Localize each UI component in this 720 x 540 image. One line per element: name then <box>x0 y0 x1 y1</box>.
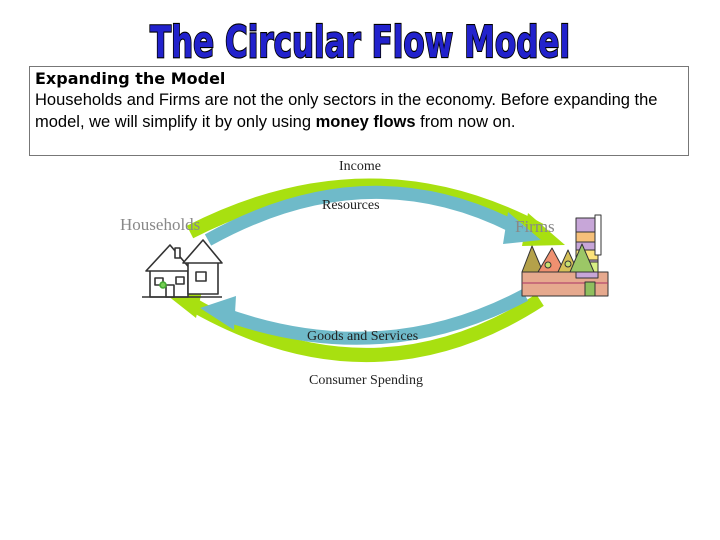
text-box: Expanding the Model Households and Firms… <box>29 66 689 156</box>
box-body: Households and Firms are not the only se… <box>35 89 688 133</box>
consumer-spending-label: Consumer Spending <box>309 373 423 388</box>
flow-arrows <box>142 178 609 362</box>
box-heading: Expanding the Model <box>35 69 226 88</box>
firms-factory-icon <box>521 214 609 297</box>
page-title-text: The Circular Flow Model <box>150 17 570 68</box>
households-label: Households <box>120 215 201 234</box>
resources-arrowhead <box>503 212 541 244</box>
box-body-text-end: from now on. <box>415 113 516 131</box>
circular-flow-diagram: Income Resources Goods and Services Cons… <box>0 150 720 420</box>
income-label: Income <box>339 159 381 174</box>
households-house-icon <box>142 239 223 298</box>
box-body-bold: money flows <box>315 113 416 131</box>
firms-label: Firms <box>515 217 555 236</box>
box-body-text: Households and Firms are not the only se… <box>35 91 658 131</box>
resources-label: Resources <box>322 198 380 213</box>
income-flow-arrow <box>186 178 544 239</box>
resources-flow-arrow <box>204 185 524 246</box>
page-title: The Circular Flow Model <box>149 16 571 69</box>
goods-services-flow-arrow <box>215 289 529 345</box>
goods-services-label: Goods and Services <box>307 329 419 344</box>
goods-services-arrowhead <box>200 296 236 330</box>
